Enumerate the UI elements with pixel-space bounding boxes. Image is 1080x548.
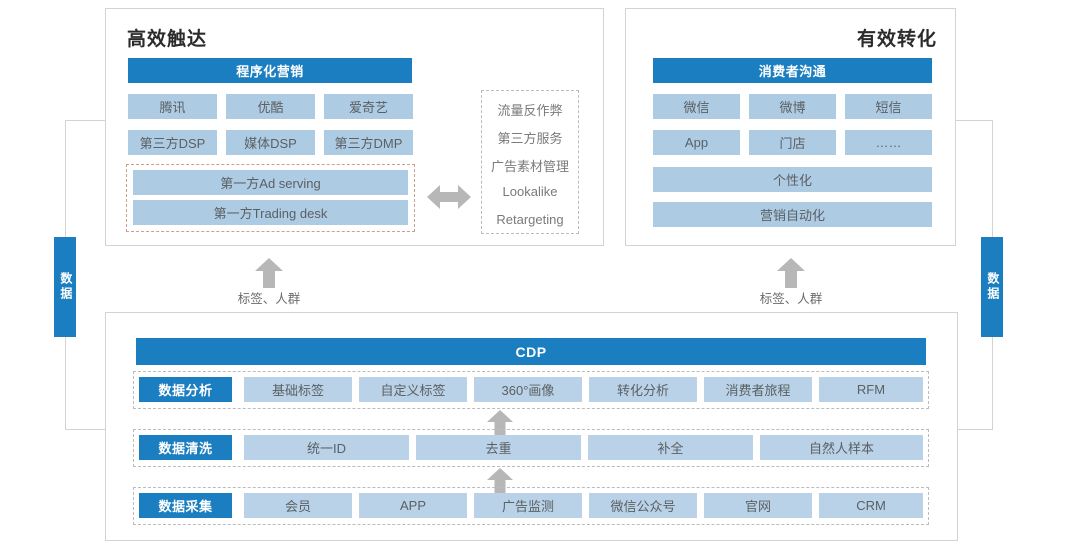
side-label-data-right: 数据 <box>981 237 1003 337</box>
convert-wide-item-0[interactable]: 个性化 <box>653 167 932 192</box>
cdp-row-1-group <box>133 429 929 467</box>
reach-row2-item-2[interactable]: 第三方DMP <box>324 130 413 155</box>
cdp-row-0-item-0[interactable]: 基础标签 <box>244 377 352 402</box>
panel-convert-title: 有效转化 <box>857 29 938 50</box>
reach-first-party-group <box>126 164 415 232</box>
cdp-row-2-item-0[interactable]: 会员 <box>244 493 352 518</box>
service-item-1: 第三方服务 <box>497 131 563 146</box>
caption-tags-crowd-right: 标签、人群 <box>759 292 823 306</box>
reach-row2-item-0[interactable]: 第三方DSP <box>128 130 217 155</box>
service-item-3: Lookalike <box>502 184 558 199</box>
convert-row2-item-2[interactable]: …… <box>845 130 932 155</box>
convert-row2-item-0[interactable]: App <box>653 130 740 155</box>
reach-first-party-item-1[interactable]: 第一方Trading desk <box>133 200 408 225</box>
reach-row2-item-1[interactable]: 媒体DSP <box>226 130 315 155</box>
convert-header: 消费者沟通 <box>653 58 932 83</box>
left-right-arrow-icon <box>427 182 471 217</box>
side-label-data-left-text: 数据 <box>58 272 73 302</box>
cdp-row-2-label: 数据采集 <box>139 493 232 518</box>
cdp-row-1-item-2[interactable]: 补全 <box>588 435 753 460</box>
reach-row1-item-2[interactable]: 爱奇艺 <box>324 94 413 119</box>
cdp-row-0-item-4[interactable]: 消费者旅程 <box>704 377 812 402</box>
reach-header: 程序化营销 <box>128 58 412 83</box>
cdp-row-1-item-3[interactable]: 自然人样本 <box>760 435 923 460</box>
caption-tags-crowd-left: 标签、人群 <box>237 292 301 306</box>
panel-reach-title: 高效触达 <box>127 29 208 50</box>
cdp-row-2-item-1[interactable]: APP <box>359 493 467 518</box>
up-arrow-icon-left <box>255 258 283 293</box>
cdp-row-0-label: 数据分析 <box>139 377 232 402</box>
convert-row1-item-0[interactable]: 微信 <box>653 94 740 119</box>
cdp-row-0-item-1[interactable]: 自定义标签 <box>359 377 467 402</box>
side-label-data-right-text: 数据 <box>985 272 1000 302</box>
connector-right-vertical-lower <box>992 336 993 430</box>
cdp-row-1-label: 数据清洗 <box>139 435 232 460</box>
convert-row2-item-1[interactable]: 门店 <box>749 130 836 155</box>
up-arrow-icon-cdp-lower <box>487 468 513 500</box>
convert-row1-item-2[interactable]: 短信 <box>845 94 932 119</box>
cdp-row-0-item-2[interactable]: 360°画像 <box>474 377 582 402</box>
connector-right-top-horizontal <box>956 120 993 121</box>
cdp-row-1-item-1[interactable]: 去重 <box>416 435 581 460</box>
connector-left-vertical-lower <box>65 336 66 430</box>
up-arrow-icon-cdp-upper <box>487 410 513 442</box>
cdp-row-2-item-4[interactable]: 官网 <box>704 493 812 518</box>
service-item-2: 广告素材管理 <box>490 159 569 174</box>
connector-left-bottom-horizontal <box>65 429 105 430</box>
reach-row1-item-1[interactable]: 优酷 <box>226 94 315 119</box>
cdp-header: CDP <box>136 338 926 365</box>
service-item-4: Retargeting <box>496 212 564 227</box>
connector-left-top-horizontal <box>65 120 105 121</box>
connector-left-vertical <box>65 120 66 238</box>
cdp-row-2-item-3[interactable]: 微信公众号 <box>589 493 697 518</box>
reach-row1-item-0[interactable]: 腾讯 <box>128 94 217 119</box>
reach-first-party-item-0[interactable]: 第一方Ad serving <box>133 170 408 195</box>
cdp-row-0-item-5[interactable]: RFM <box>819 377 923 402</box>
side-label-data-left: 数据 <box>54 237 76 337</box>
service-item-0: 流量反作弊 <box>497 103 563 118</box>
cdp-row-2-group <box>133 487 929 525</box>
cdp-row-0-group <box>133 371 929 409</box>
convert-wide-item-1[interactable]: 营销自动化 <box>653 202 932 227</box>
up-arrow-icon-right <box>777 258 805 293</box>
connector-right-bottom-horizontal <box>958 429 993 430</box>
service-list-group: 流量反作弊 第三方服务 广告素材管理 Lookalike Retargeting <box>481 90 579 234</box>
cdp-row-2-item-5[interactable]: CRM <box>819 493 923 518</box>
cdp-row-0-item-3[interactable]: 转化分析 <box>589 377 697 402</box>
cdp-row-1-item-0[interactable]: 统一ID <box>244 435 409 460</box>
cdp-row-2-item-2[interactable]: 广告监测 <box>474 493 582 518</box>
convert-row1-item-1[interactable]: 微博 <box>749 94 836 119</box>
connector-right-vertical <box>992 120 993 238</box>
